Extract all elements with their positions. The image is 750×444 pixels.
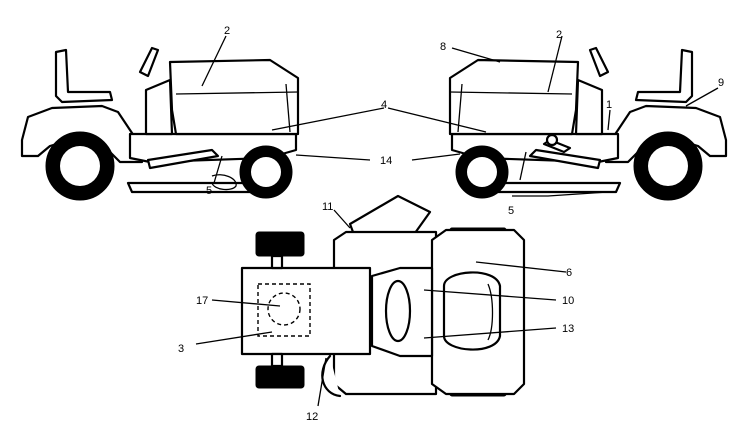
- callout-3: 3: [178, 343, 184, 355]
- callout-2-right: 2: [556, 29, 562, 41]
- steering-wheel-left: [138, 46, 160, 78]
- mower-deck-left: [126, 181, 264, 194]
- rear-wheel-top-left: [255, 231, 305, 257]
- rear-body-top: [240, 266, 372, 356]
- tractor-right-side-view: [448, 46, 728, 201]
- seat-left: [54, 48, 114, 104]
- callout-4: 4: [381, 99, 387, 111]
- callout-17: 17: [196, 295, 208, 307]
- leader-lines: [195, 35, 719, 407]
- callout-6: 6: [566, 267, 572, 279]
- callout-5-right: 5: [508, 205, 514, 217]
- callout-5-left: 5: [206, 185, 212, 197]
- callout-labels: 2 4 5 14 8 2 1 9 5 11 17 3 6 10 13 12: [178, 25, 724, 423]
- hood-left: [168, 58, 300, 136]
- callout-11: 11: [322, 201, 333, 213]
- callout-1: 1: [606, 99, 612, 111]
- callout-8: 8: [440, 41, 446, 53]
- callout-13: 13: [562, 323, 574, 335]
- callout-2-left: 2: [224, 25, 230, 37]
- tractor-top-view: [240, 194, 526, 398]
- tractor-left-side-view: [20, 46, 300, 201]
- callout-10: 10: [562, 295, 574, 307]
- callout-9: 9: [718, 77, 724, 89]
- callout-14: 14: [380, 155, 392, 167]
- rear-wheel-top-right: [255, 365, 305, 389]
- dash-left: [144, 78, 174, 136]
- callout-12: 12: [306, 411, 318, 423]
